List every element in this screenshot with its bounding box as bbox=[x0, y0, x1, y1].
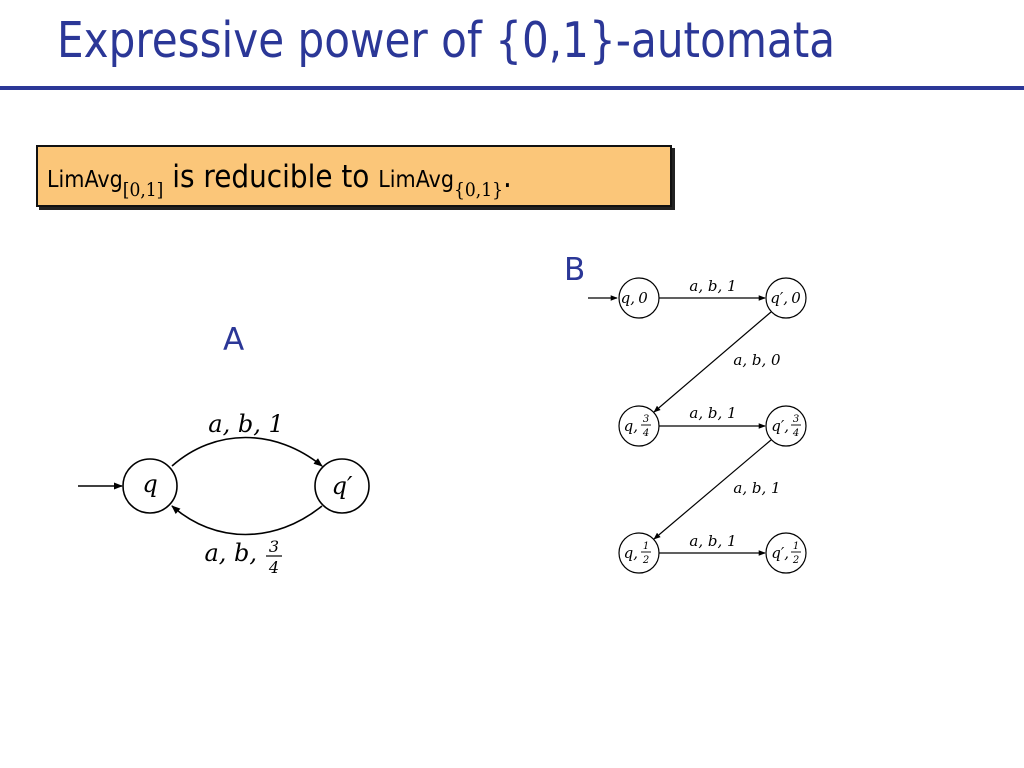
lhs-function: LimAvg bbox=[47, 167, 123, 193]
theorem-box: LimAvg[0,1] is reducible to LimAvg{0,1}. bbox=[36, 145, 672, 207]
state-qprime-0-value: 0 bbox=[791, 289, 801, 307]
edge-label-top: a, b, 1 bbox=[208, 410, 283, 438]
state-qprime-1-2: q′, 1 2 bbox=[765, 532, 807, 574]
automaton-b-label: B bbox=[564, 252, 586, 288]
edge-b-2 bbox=[653, 311, 772, 413]
lhs-subscript: [0,1] bbox=[122, 179, 164, 201]
state-qprime-1-2-num: 1 bbox=[793, 541, 799, 552]
state-qprime-0-name: q′, bbox=[770, 289, 788, 307]
state-q-1-2-num: 1 bbox=[643, 541, 649, 552]
state-q-prime: q′ bbox=[314, 458, 370, 514]
state-q-0-name: q, bbox=[621, 289, 635, 307]
state-qprime-3-4-den: 4 bbox=[792, 428, 799, 439]
edge-b-3-label: a, b, 1 bbox=[689, 404, 736, 422]
automaton-a-label: A bbox=[223, 322, 245, 358]
state-q: q bbox=[122, 458, 178, 514]
theorem-end-period: . bbox=[503, 159, 512, 195]
edge-label-bottom: a, b, 3 4 bbox=[204, 537, 282, 577]
edge-label-bottom-prefix: a, b, bbox=[204, 539, 257, 567]
slide-title: Expressive power of {0,1}-automata bbox=[57, 12, 836, 69]
state-q-prime-label: q′ bbox=[332, 472, 353, 500]
state-q-3-4-name: q, bbox=[624, 417, 638, 435]
state-q-0-value: 0 bbox=[638, 289, 648, 307]
state-q-1-2: q, 1 2 bbox=[618, 532, 660, 574]
edge-b-1-label: a, b, 1 bbox=[689, 277, 736, 295]
edge-b-2-label: a, b, 0 bbox=[733, 351, 781, 369]
state-q-3-4: q, 3 4 bbox=[618, 405, 660, 447]
state-q-1-2-name: q, bbox=[624, 544, 638, 562]
rhs-function: LimAvg bbox=[378, 167, 455, 193]
state-qprime-3-4-num: 3 bbox=[793, 414, 799, 425]
state-qprime-3-4-name: q′, bbox=[771, 417, 789, 435]
state-q-label: q bbox=[142, 470, 157, 498]
edge-b-4-label: a, b, 1 bbox=[733, 479, 780, 497]
theorem-statement: LimAvg[0,1] is reducible to LimAvg{0,1}. bbox=[47, 147, 512, 209]
fraction-denominator: 4 bbox=[268, 558, 279, 577]
state-qprime-1-2-den: 2 bbox=[792, 555, 799, 566]
theorem-middle-text: is reducible to bbox=[163, 159, 379, 195]
edge-q-to-qprime bbox=[171, 436, 323, 467]
state-qprime-3-4: q′, 3 4 bbox=[765, 405, 807, 447]
state-q-0: q, 0 bbox=[618, 277, 660, 319]
state-qprime-0: q′, 0 bbox=[765, 277, 807, 319]
rhs-subscript: {0,1} bbox=[454, 179, 504, 201]
state-q-3-4-num: 3 bbox=[643, 414, 649, 425]
state-q-3-4-den: 4 bbox=[642, 428, 649, 439]
edge-b-5-label: a, b, 1 bbox=[689, 532, 736, 550]
edge-qprime-to-q bbox=[171, 505, 323, 536]
fraction-numerator: 3 bbox=[269, 537, 279, 556]
title-underline bbox=[0, 86, 1024, 90]
edge-b-4 bbox=[653, 439, 772, 540]
state-qprime-1-2-name: q′, bbox=[771, 544, 789, 562]
state-q-1-2-den: 2 bbox=[642, 555, 649, 566]
